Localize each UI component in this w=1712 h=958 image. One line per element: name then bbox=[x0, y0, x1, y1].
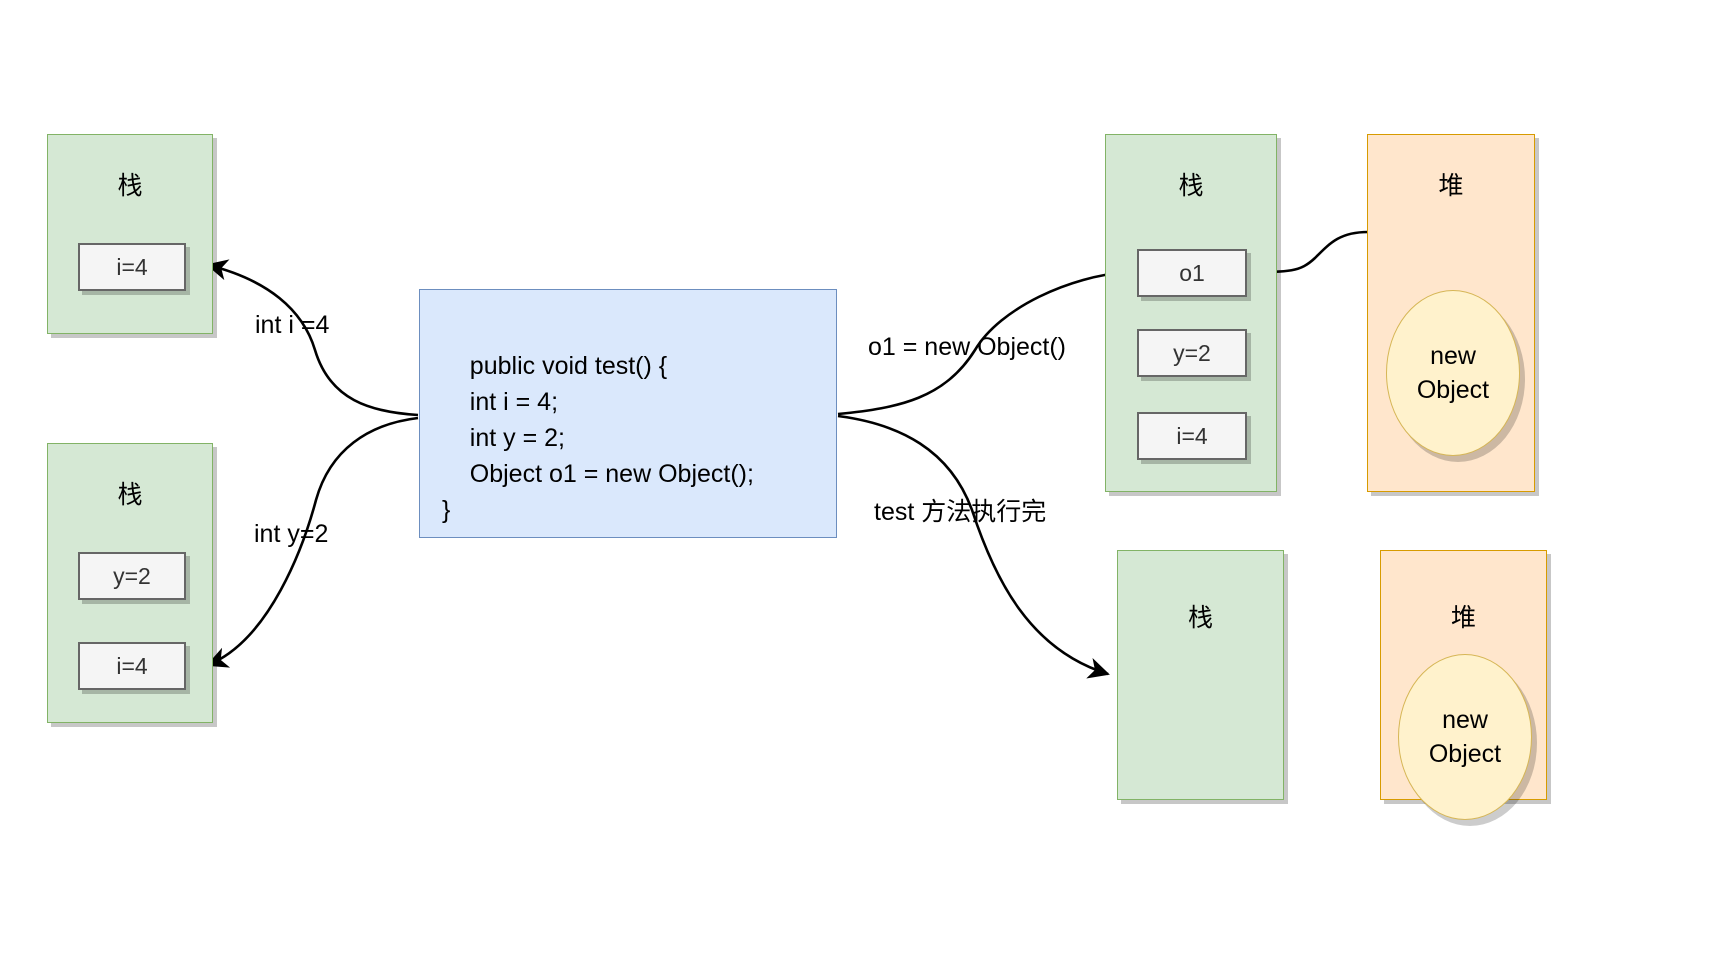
stack-top-right-slot-2: i=4 bbox=[1137, 412, 1247, 460]
edge-method-done bbox=[837, 414, 1110, 679]
heap-top-right-object: new Object bbox=[1386, 290, 1520, 456]
edge-label-int-i: int i =4 bbox=[255, 311, 330, 339]
heap-bottom-right-object-line2: Object bbox=[1428, 740, 1502, 768]
heap-bottom-right-object: new Object bbox=[1398, 654, 1532, 820]
stack-top-right-slot-0: o1 bbox=[1137, 249, 1247, 297]
stack-top-right-slot-1: y=2 bbox=[1137, 329, 1247, 377]
code-block: public void test() { int i = 4; int y = … bbox=[419, 289, 837, 538]
heap-bottom-right-title: 堆 bbox=[1450, 604, 1476, 632]
stack-bottom-left: 栈 y=2 i=4 bbox=[47, 443, 213, 723]
heap-bottom-right: 堆 new Object bbox=[1380, 550, 1547, 820]
heap-bottom-right-object-line1: new bbox=[1442, 706, 1488, 734]
heap-top-right-object-line2: Object bbox=[1416, 376, 1490, 404]
stack-bottom-left-slot-0: y=2 bbox=[78, 552, 186, 600]
heap-top-right-title: 堆 bbox=[1438, 172, 1464, 200]
edge-int-i bbox=[206, 259, 419, 417]
stack-top-left-slot-0: i=4 bbox=[78, 243, 186, 291]
stack-top-left-title: 栈 bbox=[117, 172, 143, 200]
stack-bottom-right: 栈 bbox=[1117, 550, 1284, 800]
edge-label-method-done: test 方法执行完 bbox=[874, 498, 1047, 526]
heap-top-right-object-line1: new bbox=[1430, 342, 1476, 370]
stack-top-right: 栈 o1 y=2 i=4 bbox=[1105, 134, 1277, 492]
stack-top-right-title: 栈 bbox=[1178, 172, 1204, 200]
stack-bottom-right-title: 栈 bbox=[1187, 604, 1213, 632]
stack-bottom-left-slot-1: i=4 bbox=[78, 642, 186, 690]
edge-label-int-y: int y=2 bbox=[254, 520, 329, 548]
heap-top-right: 堆 new Object bbox=[1367, 134, 1535, 492]
stack-top-left: 栈 i=4 bbox=[47, 134, 213, 334]
stack-bottom-left-title: 栈 bbox=[117, 481, 143, 509]
edge-label-new-object: o1 = new Object() bbox=[868, 333, 1067, 361]
code-text: public void test() { int i = 4; int y = … bbox=[442, 352, 754, 524]
